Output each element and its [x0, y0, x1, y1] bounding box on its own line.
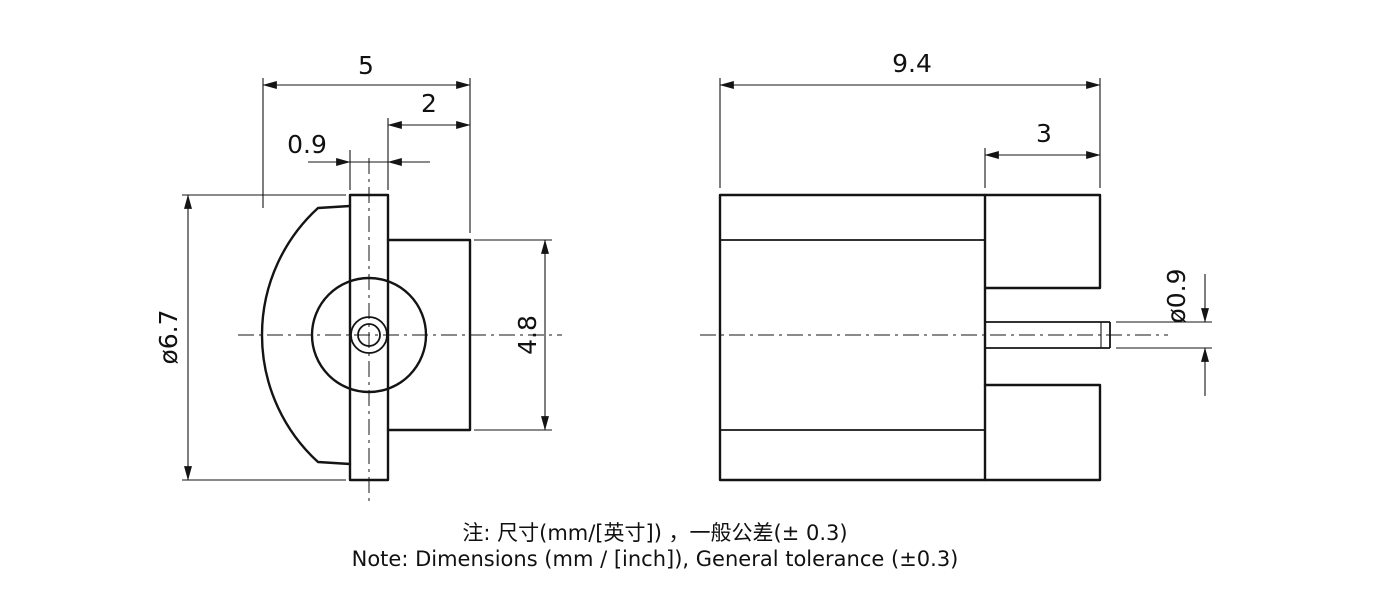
dim-label-body-width: 2 — [421, 89, 437, 118]
dim-side-pin-diameter: ø0.9 — [1116, 268, 1212, 396]
dim-front-overall-width: 5 — [262, 51, 471, 233]
note-line-english: Note: Dimensions (mm / [inch]), General … — [352, 547, 959, 571]
dim-label-flange-diameter: ø6.7 — [154, 309, 183, 364]
dim-front-body-height: 4.8 — [474, 239, 552, 431]
dim-front-flange-thickness: 0.9 — [287, 130, 430, 190]
dim-label-overall-length: 9.4 — [892, 49, 932, 78]
dim-front-body-width: 2 — [387, 89, 471, 190]
front-body-arc — [260, 204, 352, 466]
notes-block: 注: 尺寸(mm/[英寸]) ，一般公差(± 0.3) Note: Dimens… — [352, 521, 959, 571]
side-end-block-top — [983, 193, 1102, 290]
note-line-chinese: 注: 尺寸(mm/[英寸]) ，一般公差(± 0.3) — [462, 521, 847, 545]
dim-label-pin-diameter: ø0.9 — [1162, 268, 1191, 323]
front-step-block — [386, 238, 472, 432]
dim-label-overall-width: 5 — [358, 51, 374, 80]
front-view — [238, 158, 562, 506]
dim-front-flange-diameter: ø6.7 — [154, 194, 346, 481]
side-end-block-bottom — [983, 383, 1102, 482]
dim-side-overall-length: 9.4 — [719, 49, 1101, 188]
side-body — [718, 193, 987, 482]
dim-label-flange-thickness: 0.9 — [287, 130, 327, 159]
dim-side-end-length: 3 — [984, 119, 1101, 188]
dim-label-end-length: 3 — [1036, 119, 1052, 148]
dim-label-body-height: 4.8 — [513, 315, 542, 355]
side-view — [700, 193, 1168, 482]
